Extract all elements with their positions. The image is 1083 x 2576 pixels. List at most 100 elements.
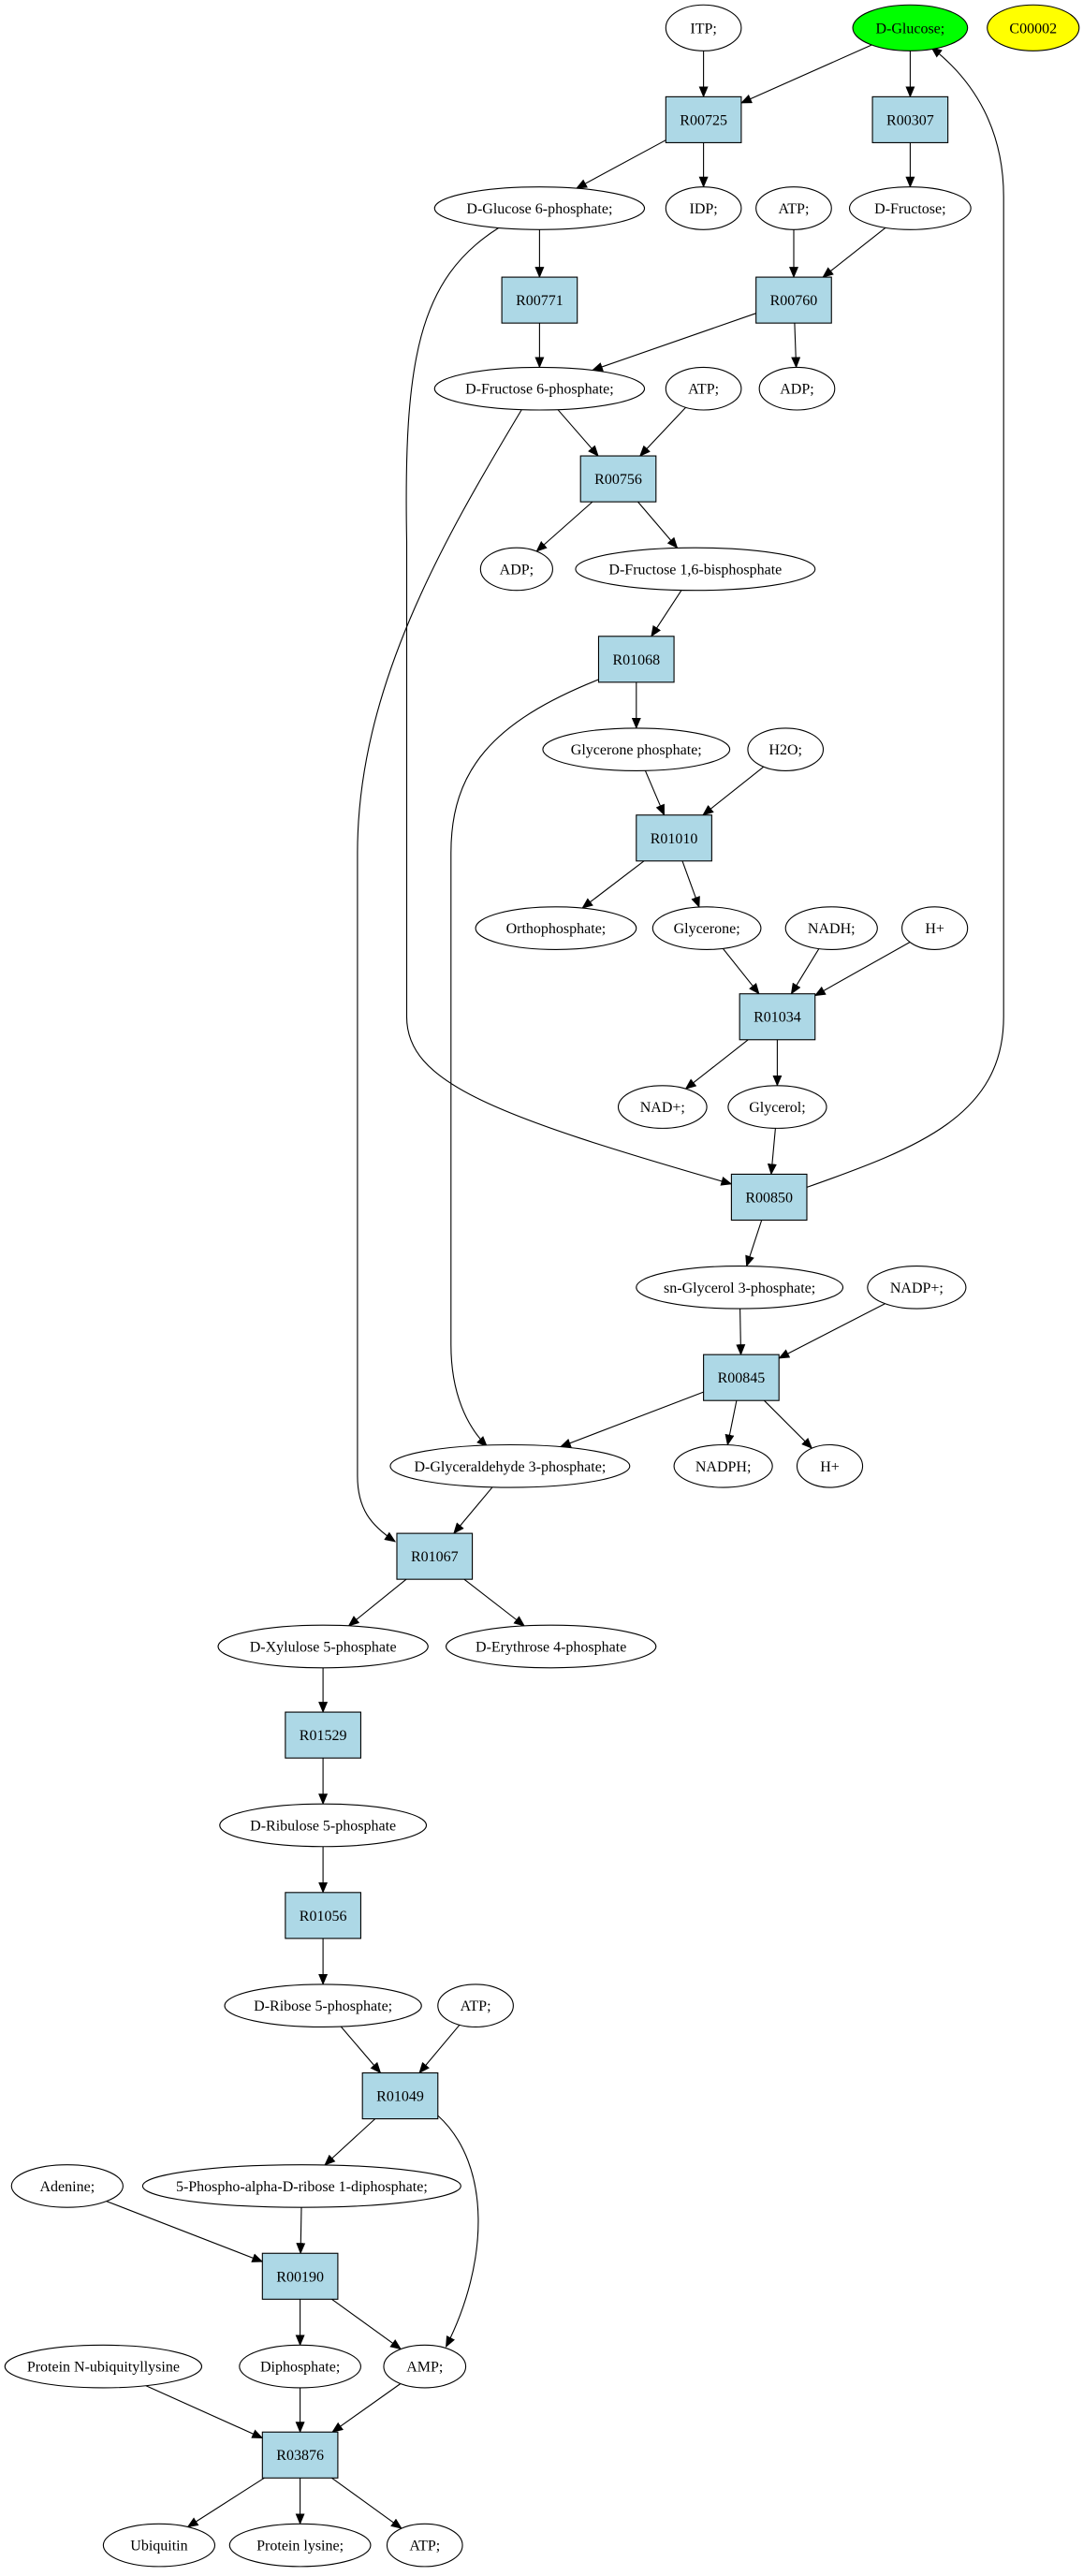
reaction-box — [665, 95, 742, 143]
reaction-box — [285, 1892, 361, 1939]
node-label: ADP; — [500, 562, 534, 578]
compound-node-h2o[interactable]: H2O; — [747, 727, 825, 771]
reaction-box — [636, 814, 712, 862]
reaction-node-r00307[interactable]: R00307 — [871, 95, 949, 143]
reaction-box — [579, 455, 657, 503]
node-label: R01010 — [651, 831, 698, 847]
compound-node-sng3p[interactable]: sn-Glycerol 3-phosphate; — [636, 1265, 844, 1310]
compound-ellipse — [901, 906, 969, 950]
edge-atp3-to-r01049 — [418, 2024, 461, 2074]
compound-node-nadpplus[interactable]: NADP+; — [867, 1265, 967, 1310]
node-label: NADPH; — [695, 1459, 752, 1475]
compound-node-atp1[interactable]: ATP; — [755, 186, 832, 230]
node-label: Glycerone phosphate; — [571, 742, 702, 758]
reaction-box — [703, 1354, 780, 1401]
compound-node-dglu[interactable]: D-Glucose; — [852, 4, 969, 51]
reaction-node-r01010[interactable]: R01010 — [636, 814, 712, 862]
edge-r01010-to-glyc — [681, 860, 700, 909]
reaction-node-r01034[interactable]: R01034 — [739, 993, 816, 1041]
compound-node-nadph[interactable]: NADPH; — [673, 1443, 773, 1488]
compound-node-amp[interactable]: AMP; — [383, 2344, 467, 2389]
compound-node-nadp[interactable]: NAD+; — [617, 1085, 708, 1129]
compound-node-adp2[interactable]: ADP; — [479, 547, 553, 592]
node-label: R00850 — [745, 1190, 793, 1206]
node-label: R01529 — [300, 1728, 347, 1744]
reaction-node-r01529[interactable]: R01529 — [285, 1711, 361, 1759]
compound-node-ga3p[interactable]: D-Glyceraldehyde 3-phosphate; — [389, 1443, 631, 1488]
compound-node-hplus2[interactable]: H+ — [796, 1443, 864, 1488]
reaction-node-r00760[interactable]: R00760 — [755, 276, 832, 324]
compound-node-glycerol[interactable]: Glycerol; — [727, 1085, 827, 1129]
edge-dglu-to-r00725 — [739, 44, 872, 104]
node-label: D-Glucose 6-phosphate; — [466, 201, 612, 217]
compound-node-idp[interactable]: IDP; — [665, 186, 742, 230]
compound-node-nadh[interactable]: NADH; — [784, 906, 878, 950]
edge-r01049-to-prpp — [324, 2118, 376, 2166]
reaction-box — [755, 276, 832, 324]
node-label: R03876 — [276, 2448, 324, 2464]
node-label: ITP; — [690, 21, 716, 37]
compound-node-ortho[interactable]: Orthophosphate; — [475, 906, 637, 950]
edge-sng3p-to-r00845 — [736, 1309, 746, 1356]
reaction-node-r01067[interactable]: R01067 — [396, 1532, 474, 1580]
compound-node-e4p[interactable]: D-Erythrose 4-phosphate — [445, 1624, 657, 1669]
compound-node-glyc[interactable]: Glycerone; — [651, 906, 762, 950]
compound-node-f6p[interactable]: D-Fructose 6-phosphate; — [433, 366, 646, 411]
reaction-node-r00845[interactable]: R00845 — [703, 1354, 780, 1401]
node-label: R01049 — [376, 2089, 424, 2105]
compound-ellipse — [433, 186, 646, 230]
compound-node-fbp[interactable]: D-Fructose 1,6-bisphosphate — [575, 547, 816, 592]
compound-node-ru5p[interactable]: D-Ribulose 5-phosphate — [219, 1803, 428, 1848]
reaction-node-r03876[interactable]: R03876 — [261, 2431, 339, 2479]
reaction-node-r01056[interactable]: R01056 — [285, 1892, 361, 1939]
edge-r01010-to-ortho — [581, 860, 645, 909]
compound-node-c00002[interactable]: C00002 — [987, 4, 1080, 51]
compound-node-atp4[interactable]: ATP; — [386, 2523, 463, 2568]
compound-node-r5p[interactable]: D-Ribose 5-phosphate; — [224, 1983, 422, 2028]
node-label: H2O; — [768, 742, 802, 758]
compound-node-diphos[interactable]: Diphosphate; — [239, 2344, 361, 2389]
node-label: H+ — [820, 1459, 840, 1475]
compound-ellipse — [987, 4, 1080, 51]
reaction-node-r00850[interactable]: R00850 — [730, 1173, 808, 1222]
node-label: R01068 — [612, 652, 660, 668]
reaction-node-r01049[interactable]: R01049 — [361, 2071, 439, 2120]
compound-ellipse — [665, 366, 742, 411]
reaction-box — [396, 1532, 474, 1580]
reaction-node-r00190[interactable]: R00190 — [261, 2252, 339, 2300]
compound-node-itp[interactable]: ITP; — [665, 4, 742, 51]
compound-node-xu5p[interactable]: D-Xylulose 5-phosphate — [217, 1624, 429, 1669]
compound-node-adenine[interactable]: Adenine; — [10, 2164, 124, 2208]
node-label: D-Erythrose 4-phosphate — [476, 1640, 626, 1656]
edge-hplus1-to-r01034 — [813, 942, 911, 997]
compound-node-adp1[interactable]: ADP; — [758, 366, 836, 411]
compound-node-prpp[interactable]: 5-Phospho-alpha-D-ribose 1-diphosphate; — [141, 2164, 461, 2208]
reaction-node-r00771[interactable]: R00771 — [501, 276, 578, 324]
edge-r00725-to-g6p — [576, 139, 666, 189]
node-label: R00307 — [886, 112, 934, 128]
compound-node-atp3[interactable]: ATP; — [437, 1983, 514, 2028]
reaction-node-r01068[interactable]: R01068 — [597, 636, 675, 683]
node-label: sn-Glycerol 3-phosphate; — [664, 1281, 815, 1296]
compound-node-plys[interactable]: Protein lysine; — [228, 2523, 372, 2568]
compound-ellipse — [228, 2523, 372, 2568]
edge-r00760-to-f6p — [591, 313, 756, 372]
compound-ellipse — [102, 2523, 216, 2568]
compound-node-dfru[interactable]: D-Fructose; — [848, 186, 972, 230]
edge-pnub-to-r03876 — [145, 2385, 264, 2439]
compound-node-hplus1[interactable]: H+ — [901, 906, 969, 950]
reaction-box — [871, 95, 949, 143]
compound-ellipse — [479, 547, 553, 592]
reaction-node-r00756[interactable]: R00756 — [579, 455, 657, 503]
compound-node-atp2[interactable]: ATP; — [665, 366, 742, 411]
edge-dfru-to-r00760 — [822, 227, 886, 278]
compound-node-ubiq[interactable]: Ubiquitin — [102, 2523, 216, 2568]
compound-node-g6p[interactable]: D-Glucose 6-phosphate; — [433, 186, 646, 230]
edge-glyp-to-r01010 — [644, 770, 666, 816]
node-label: IDP; — [689, 201, 717, 217]
reaction-node-r00725[interactable]: R00725 — [665, 95, 742, 143]
reaction-box — [739, 993, 816, 1041]
compound-node-glyp[interactable]: Glycerone phosphate; — [542, 727, 731, 771]
compound-node-pnub[interactable]: Protein N-ubiquityllysine — [4, 2344, 203, 2389]
